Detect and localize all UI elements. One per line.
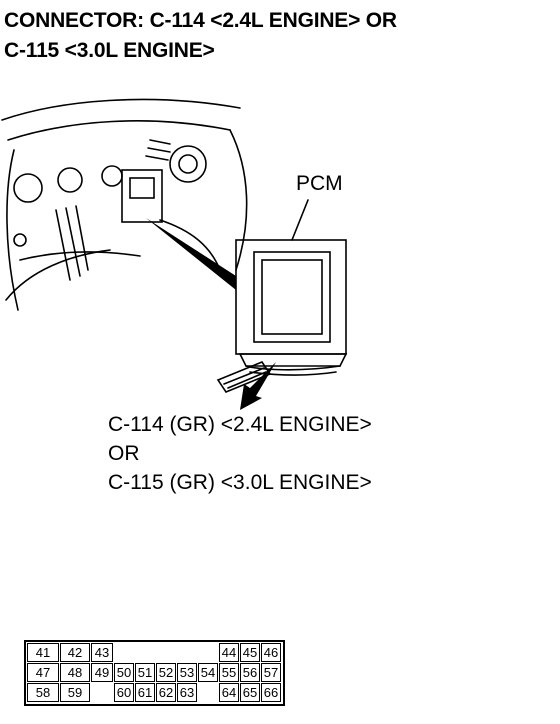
connector-pin: 45 [240, 643, 260, 662]
connector-pin: 66 [261, 683, 281, 702]
connector-plug-ribs [223, 367, 267, 389]
connector-pin: 43 [91, 643, 113, 662]
center-stack [121, 169, 163, 223]
dash-inner-curve [7, 120, 231, 141]
connector-pin: 54 [198, 663, 218, 682]
connector-arrow [240, 362, 276, 410]
connector-pin: 49 [91, 663, 113, 682]
connector-pin: 52 [156, 663, 176, 682]
gauge-right [169, 145, 207, 183]
connector-pin: 56 [240, 663, 260, 682]
connector-plug [216, 361, 272, 393]
caption-line-2: OR [108, 442, 140, 465]
connector-pin: 58 [27, 683, 59, 702]
gauge-far [101, 165, 123, 187]
connector-pin: 55 [219, 663, 239, 682]
connector-pin: 51 [135, 663, 155, 682]
glovebox-edge [159, 219, 221, 271]
connector-pin: 62 [156, 683, 176, 702]
connector-pin: 47 [27, 663, 59, 682]
pcm-label: PCM [296, 172, 343, 195]
caption-line-3: C-115 (GR) <3.0L ENGINE> [108, 471, 372, 494]
connector-empty-slot [177, 643, 197, 662]
column-lines [55, 205, 89, 281]
connector-pin: 44 [219, 643, 239, 662]
connector-empty-slot [135, 643, 155, 662]
connector-pin: 65 [240, 683, 260, 702]
connector-pin: 50 [114, 663, 134, 682]
connector-pin: 64 [219, 683, 239, 702]
knee-panel [19, 251, 141, 261]
connector-pin: 41 [27, 643, 59, 662]
connector-empty-slot [198, 643, 218, 662]
pcm-inner-window [261, 259, 323, 335]
dashboard-pcm-illustration [1, 98, 348, 410]
connector-caption: C-114 (GR) <2.4L ENGINE> OR C-115 (GR) <… [108, 410, 372, 497]
connector-pin: 46 [261, 643, 281, 662]
connector-pin: 57 [261, 663, 281, 682]
connector-pin: 53 [177, 663, 197, 682]
connector-pin: 42 [60, 643, 90, 662]
vent-slats [145, 139, 171, 161]
connector-pin: 61 [135, 683, 155, 702]
caption-line-1: C-114 (GR) <2.4L ENGINE> [108, 413, 372, 436]
connector-pin: 60 [114, 683, 134, 702]
dash-left-edge [6, 149, 19, 311]
dash-top-curve [1, 98, 241, 121]
connector-empty-slot [156, 643, 176, 662]
pcm-inner-frame [253, 251, 331, 343]
gauge-right-inner [178, 154, 198, 174]
gauge-left [13, 173, 43, 203]
dash-console-edge [229, 129, 248, 271]
connector-empty-slot [91, 683, 113, 702]
location-pointer [146, 218, 236, 290]
connector-pin: 63 [177, 683, 197, 702]
dash-knob [13, 233, 27, 247]
diagram-title: CONNECTOR: C-114 <2.4L ENGINE> OR C-115 … [4, 6, 556, 66]
connector-pin: 48 [60, 663, 90, 682]
pcm-leader-line [291, 199, 309, 241]
title-line-1: CONNECTOR: C-114 <2.4L ENGINE> OR [4, 9, 397, 32]
connector-empty-slot [198, 683, 218, 702]
title-line-2: C-115 <3.0L ENGINE> [4, 39, 215, 62]
dash-lower-curve [5, 249, 111, 301]
connector-pin: 59 [60, 683, 90, 702]
connector-empty-slot [114, 643, 134, 662]
center-stack-inner [129, 177, 155, 199]
gauge-mid [57, 167, 83, 193]
